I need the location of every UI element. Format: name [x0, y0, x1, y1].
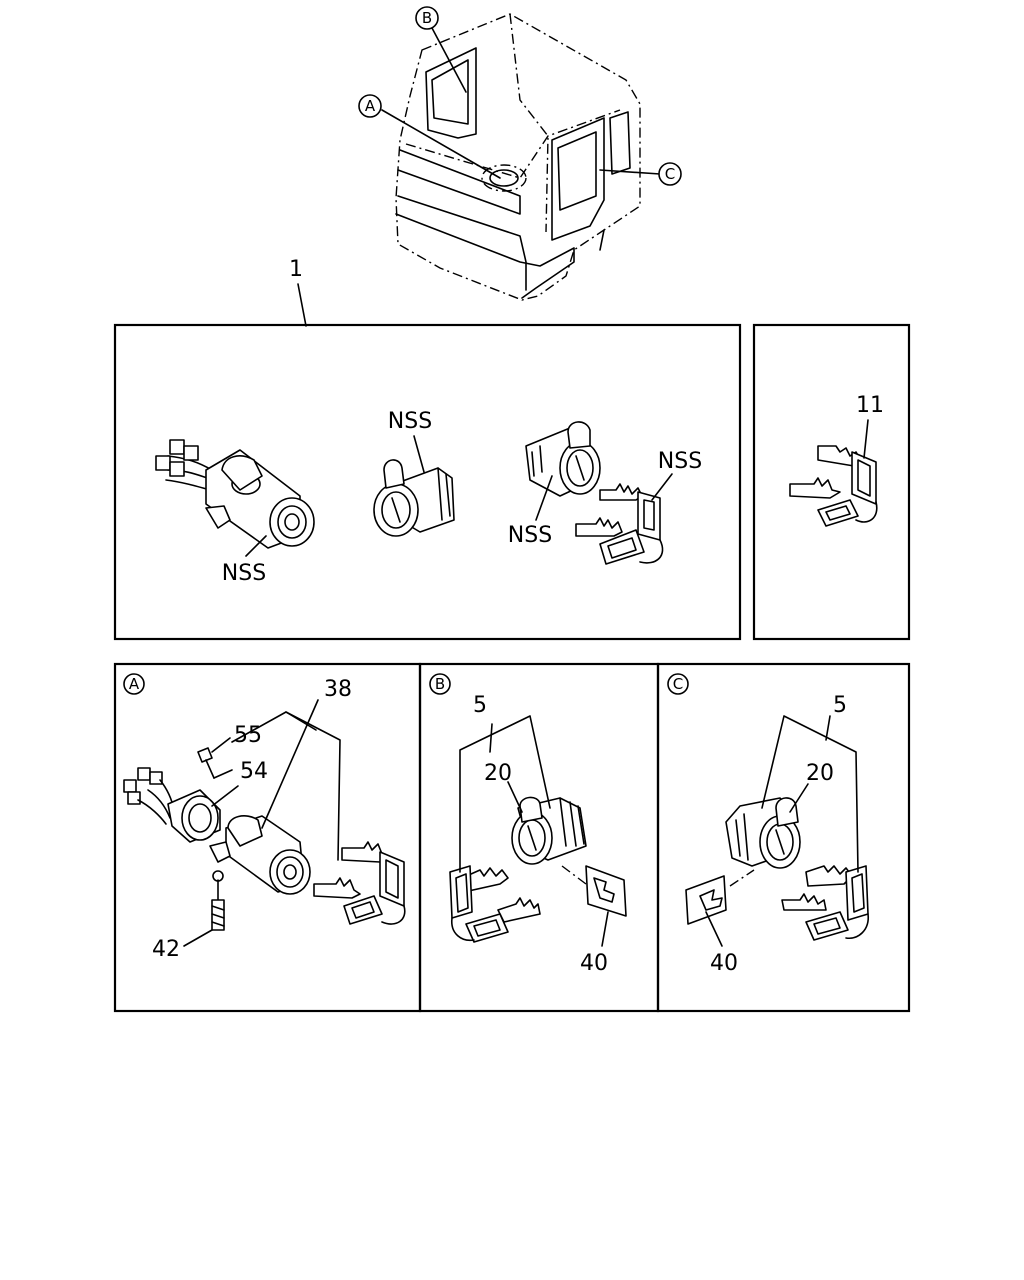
dash-b: [561, 865, 587, 885]
panel-a-letter: A: [129, 675, 140, 693]
leader-42: [183, 929, 213, 947]
callout-c-letter: C: [665, 165, 675, 183]
nss-3-leader: [535, 475, 553, 521]
panel-c-letter: C: [673, 675, 683, 693]
leader-5-c: [825, 715, 831, 741]
leader-40-c: [705, 911, 723, 947]
nss-label-3: NSS: [508, 523, 552, 548]
part-number-54: 54: [240, 759, 268, 784]
callout-b: B: [415, 6, 467, 93]
key-set-panel: [752, 323, 911, 641]
bracket-5-c: [761, 715, 859, 873]
door-lock-c: [685, 797, 869, 941]
leader-40-b: [601, 911, 609, 947]
part-number-1: 1: [289, 257, 303, 282]
part-11-leader: [863, 419, 869, 459]
key-pair-11: [789, 445, 878, 527]
ignition-switch-assembly: [155, 439, 315, 557]
lock-set-panel: [113, 323, 742, 641]
bracket-5-b: [459, 715, 551, 873]
callout-a: A: [358, 94, 501, 179]
part-number-40-c: 40: [710, 951, 738, 976]
door-lock-cylinder: [373, 459, 455, 537]
door-lock-with-keys: [525, 421, 664, 565]
leader-38: [285, 711, 317, 731]
part-number-20-c: 20: [806, 761, 834, 786]
panel-b-letter: B: [435, 675, 445, 693]
callout-a-letter: A: [365, 97, 376, 115]
leader-55: [211, 737, 231, 753]
leader-20-c: [789, 783, 809, 813]
part-number-20-b: 20: [484, 761, 512, 786]
leader-20-b: [507, 781, 523, 813]
leader-38-to-cylinder: [261, 699, 319, 829]
bracket-38-leader: [231, 711, 341, 861]
leader-54: [211, 785, 239, 807]
part-number-38: 38: [324, 677, 352, 702]
dash-c: [729, 869, 755, 887]
part-number-5-b: 5: [473, 693, 487, 718]
part-number-40-b: 40: [580, 951, 608, 976]
nss-label-2: NSS: [388, 409, 432, 434]
detail-panel-c: [656, 662, 911, 1013]
nss-label-4: NSS: [658, 449, 702, 474]
leader-54b: [213, 769, 233, 779]
part-1-leader: [297, 283, 307, 327]
part-number-5-c: 5: [833, 693, 847, 718]
leader-5-b: [489, 723, 493, 753]
ignition-switch-a: [123, 747, 406, 931]
callout-c: C: [599, 162, 682, 186]
part-number-11: 11: [856, 393, 884, 418]
nss-label-1: NSS: [222, 561, 266, 586]
part-number-55: 55: [234, 723, 262, 748]
nss-2-leader: [413, 435, 425, 473]
part-number-42: 42: [152, 937, 180, 962]
truck-cab-illustration: [395, 13, 641, 301]
door-lock-b: [449, 796, 627, 943]
callout-b-letter: B: [422, 9, 432, 27]
nss-4-leader: [651, 473, 673, 501]
